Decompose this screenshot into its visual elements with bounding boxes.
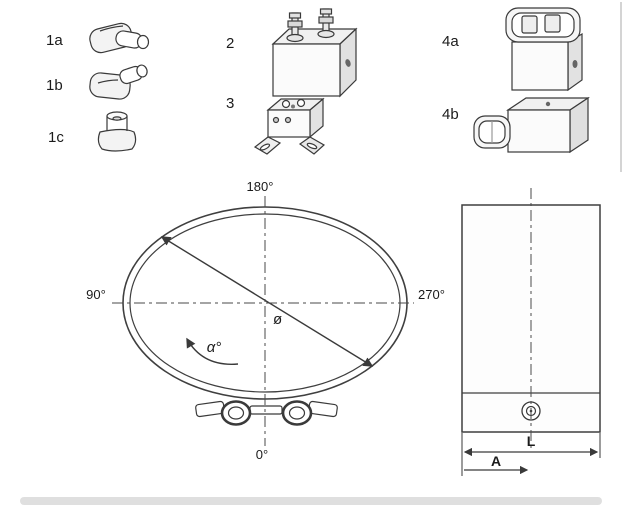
angle-label-270: 270° bbox=[418, 287, 445, 302]
part-label-1b: 1b bbox=[46, 77, 63, 94]
alpha-angle-arrow bbox=[186, 337, 239, 365]
part-4b-icon bbox=[473, 96, 590, 154]
part-3-icon bbox=[253, 97, 326, 155]
dimension-label-A: A bbox=[491, 453, 501, 469]
clamp-angle-diagram: 180° 90° 270° 0° ø α° bbox=[86, 179, 445, 462]
part-label-3: 3 bbox=[226, 95, 234, 112]
cylinder-side-view: L A bbox=[461, 188, 601, 476]
alpha-symbol: α° bbox=[207, 339, 222, 356]
part-label-2: 2 bbox=[226, 35, 234, 52]
diameter-symbol: ø bbox=[273, 311, 282, 328]
dimension-label-L: L bbox=[527, 433, 536, 449]
parts-row: 1a 1b 1c 2 bbox=[46, 2, 622, 172]
scan-shadow-bar bbox=[20, 497, 602, 505]
clamp-mechanism bbox=[195, 400, 338, 426]
angle-label-0: 0° bbox=[256, 447, 268, 462]
part-label-1a: 1a bbox=[46, 32, 63, 49]
part-label-1c: 1c bbox=[48, 129, 64, 146]
part-1c-icon bbox=[97, 111, 137, 152]
part-label-4b: 4b bbox=[442, 106, 459, 123]
diameter-arrow bbox=[160, 236, 374, 367]
part-2-icon bbox=[271, 8, 358, 98]
part-1a-icon bbox=[89, 22, 150, 54]
angle-label-180: 180° bbox=[247, 179, 274, 194]
part-4a-icon bbox=[505, 7, 583, 92]
part-1b-icon bbox=[89, 64, 148, 100]
angle-label-90: 90° bbox=[86, 287, 106, 302]
part-label-4a: 4a bbox=[442, 33, 459, 50]
